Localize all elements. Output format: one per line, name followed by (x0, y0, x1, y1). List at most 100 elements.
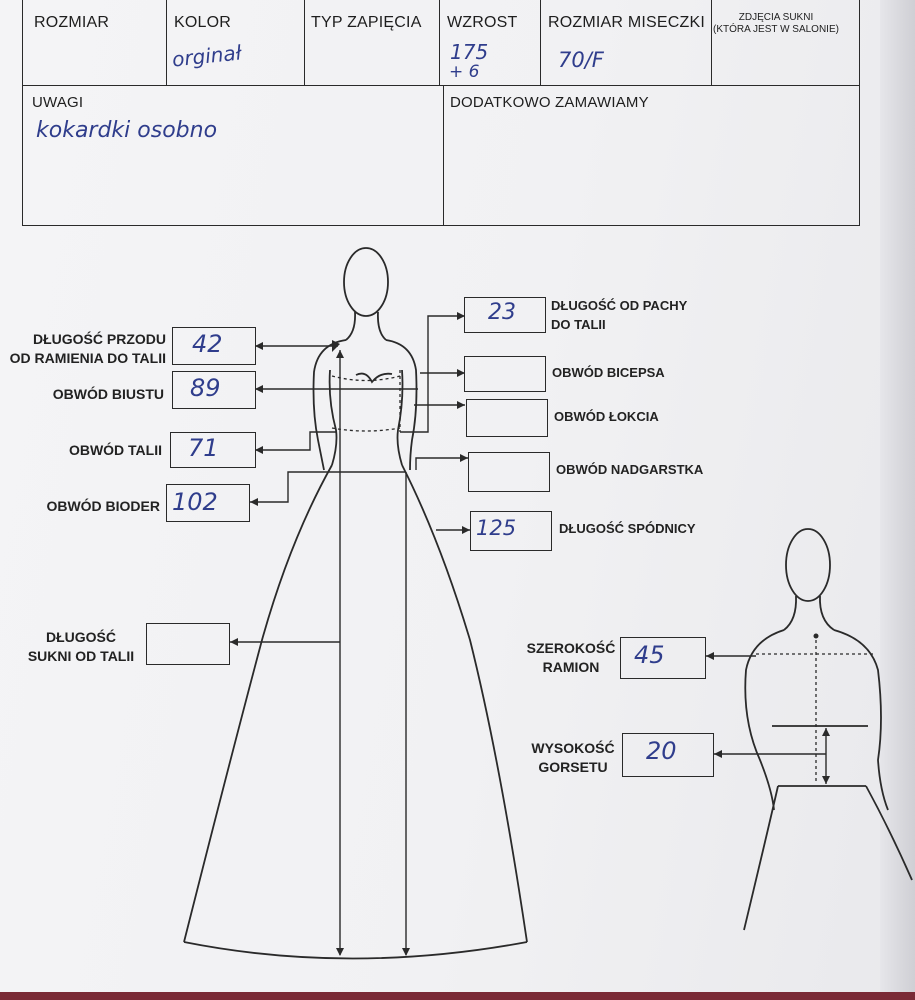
uwagi-value: kokardki osobno (36, 118, 218, 143)
arrow-front-length (332, 340, 340, 352)
figure2-head (785, 528, 831, 602)
figure-right-arm (385, 339, 418, 471)
waist-dashed-line (331, 427, 401, 432)
arrow-front-length-left (255, 342, 263, 350)
arrow-skirt-bottom (402, 948, 410, 956)
dlugosc-spodnicy-label: DŁUGOŚĆ SPÓDNICY (559, 521, 696, 536)
szerokosc-ramion-value: 45 (634, 641, 665, 669)
obwod-nadgarstka-label: OBWÓD NADGARSTKA (556, 462, 704, 477)
arrow-wrist (460, 454, 468, 462)
wysokosc-gorsetu-box[interactable] (622, 733, 714, 777)
obwod-lokcia-label: OBWÓD ŁOKCIA (554, 409, 659, 424)
wzrost-header: WZROST (447, 14, 518, 31)
zdjecia-header-line1: ZDJĘCIA SUKNI (738, 12, 814, 23)
arrow-bicep (457, 369, 465, 377)
arrow-dress-bottom (336, 948, 344, 956)
dlugosc-od-pachy-box[interactable] (464, 297, 546, 333)
dlugosc-od-pachy-line2: DO TALII (551, 317, 606, 332)
obwod-nadgarstka-box[interactable] (468, 452, 550, 492)
dlugosc-przodu-label: DŁUGOŚĆ PRZODU OD RAMIENIA DO TALII (0, 330, 166, 368)
dlugosc-sukni-line2: SUKNI OD TALII (27, 648, 135, 664)
dlugosc-od-pachy-value: 23 (488, 300, 516, 325)
dress-skirt-left (183, 464, 333, 943)
dlugosc-od-pachy-label: DŁUGOŚĆ OD PACHY DO TALII (551, 296, 687, 334)
kolor-header: KOLOR (174, 14, 232, 31)
obwod-bicepsa-box[interactable] (464, 356, 546, 392)
wzrost-value: 175 (450, 40, 489, 64)
arrow-dress-top (336, 350, 344, 358)
obwod-bioder-label: OBWÓD BIODER (46, 498, 160, 514)
wysokosc-gorsetu-line1: WYSOKOŚĆ (531, 740, 615, 756)
dlugosc-spodnicy-box[interactable] (470, 511, 552, 551)
dress-skirt-right (401, 464, 528, 943)
obwod-bioder-value: 102 (172, 488, 218, 516)
typ-zapiecia-header: TYP ZAPIĘCIA (311, 14, 422, 31)
zdjecia-header-line2: (KTÓRA JEST W SALONIE) (713, 24, 839, 35)
dlugosc-sukni-box[interactable] (146, 623, 230, 665)
bust-dashed-line (331, 375, 401, 382)
dlugosc-przodu-line1: DŁUGOŚĆ PRZODU (33, 331, 166, 347)
wysokosc-gorsetu-value: 20 (646, 737, 677, 765)
figure2-neck (783, 595, 835, 631)
figure-neck (345, 311, 387, 341)
arrow-elbow (457, 401, 465, 409)
obwod-talii-label: OBWÓD TALII (68, 442, 162, 458)
arrow-shoulder (706, 652, 714, 660)
table-surface (0, 992, 915, 1000)
wysokosc-gorsetu-line2: GORSETU (538, 759, 608, 775)
zdjecia-header: ZDJĘCIA SUKNI (KTÓRA JEST W SALONIE) (712, 12, 840, 36)
obwod-biustu-value: 89 (190, 374, 221, 402)
paper-edge (880, 0, 915, 1000)
arrow-waist-left (255, 446, 263, 454)
figure-bodice-right (396, 369, 404, 466)
arrow-dress-length-left (230, 638, 238, 646)
rozmiar-miseczki-value: 70/F (558, 48, 604, 72)
szerokosc-ramion-line1: SZEROKOŚĆ (526, 640, 616, 656)
figure2-skirt-left (743, 785, 779, 931)
obwod-talii-value: 71 (188, 434, 219, 462)
figure-left-arm (312, 339, 347, 471)
figure2-bodice (772, 725, 868, 787)
obwod-bioder-box[interactable] (166, 484, 250, 522)
figure-bodice-left (328, 369, 338, 466)
obwod-lokcia-box[interactable] (466, 399, 548, 437)
dress-hem (183, 941, 528, 960)
figure2-right-arm (833, 629, 889, 811)
arrow-corset-top (822, 728, 830, 736)
szerokosc-ramion-box[interactable] (620, 637, 706, 679)
dlugosc-spodnicy-value: 125 (476, 516, 517, 540)
figure2-left-arm (744, 629, 785, 811)
arrow-armpit (457, 312, 465, 320)
rozmiar-header: ROZMIAR (34, 14, 110, 31)
arrow-skirt-length (462, 526, 470, 534)
figure-head (343, 247, 389, 317)
rozmiar-miseczki-header: ROZMIAR MISECZKI (548, 14, 705, 31)
uwagi-header: UWAGI (32, 94, 84, 111)
wzrost-extra-value: + 6 (449, 62, 480, 82)
arrow-hip-left (250, 498, 258, 506)
dodatkowo-cell (443, 85, 860, 226)
szerokosc-ramion-label: SZEROKOŚĆ RAMION (524, 639, 618, 677)
wysokosc-gorsetu-label: WYSOKOŚĆ GORSETU (528, 739, 618, 777)
dlugosc-sukni-line1: DŁUGOŚĆ (46, 629, 116, 645)
szerokosc-ramion-line2: RAMION (542, 659, 600, 675)
waist-leader (255, 431, 336, 451)
dodatkowo-header: DODATKOWO ZAMAWIAMY (450, 94, 649, 111)
dlugosc-przodu-box[interactable] (172, 327, 256, 365)
wrist-leader (415, 457, 468, 470)
figure2-skirt-right (865, 785, 913, 881)
obwod-talii-box[interactable] (170, 432, 256, 468)
arrow-corset-bottom (822, 776, 830, 784)
dlugosc-sukni-label: DŁUGOŚĆ SUKNI OD TALII (20, 628, 142, 666)
figure-neckline (355, 372, 393, 384)
arrow-corset (714, 750, 722, 758)
obwod-biustu-box[interactable] (172, 371, 256, 409)
figure2-neck-dot (813, 633, 819, 639)
dlugosc-od-pachy-line1: DŁUGOŚĆ OD PACHY (551, 298, 688, 313)
hip-leader (250, 471, 406, 503)
obwod-bicepsa-label: OBWÓD BICEPSA (552, 365, 665, 380)
dlugosc-przodu-value: 42 (192, 330, 223, 358)
arrow-bust-left (255, 385, 263, 393)
